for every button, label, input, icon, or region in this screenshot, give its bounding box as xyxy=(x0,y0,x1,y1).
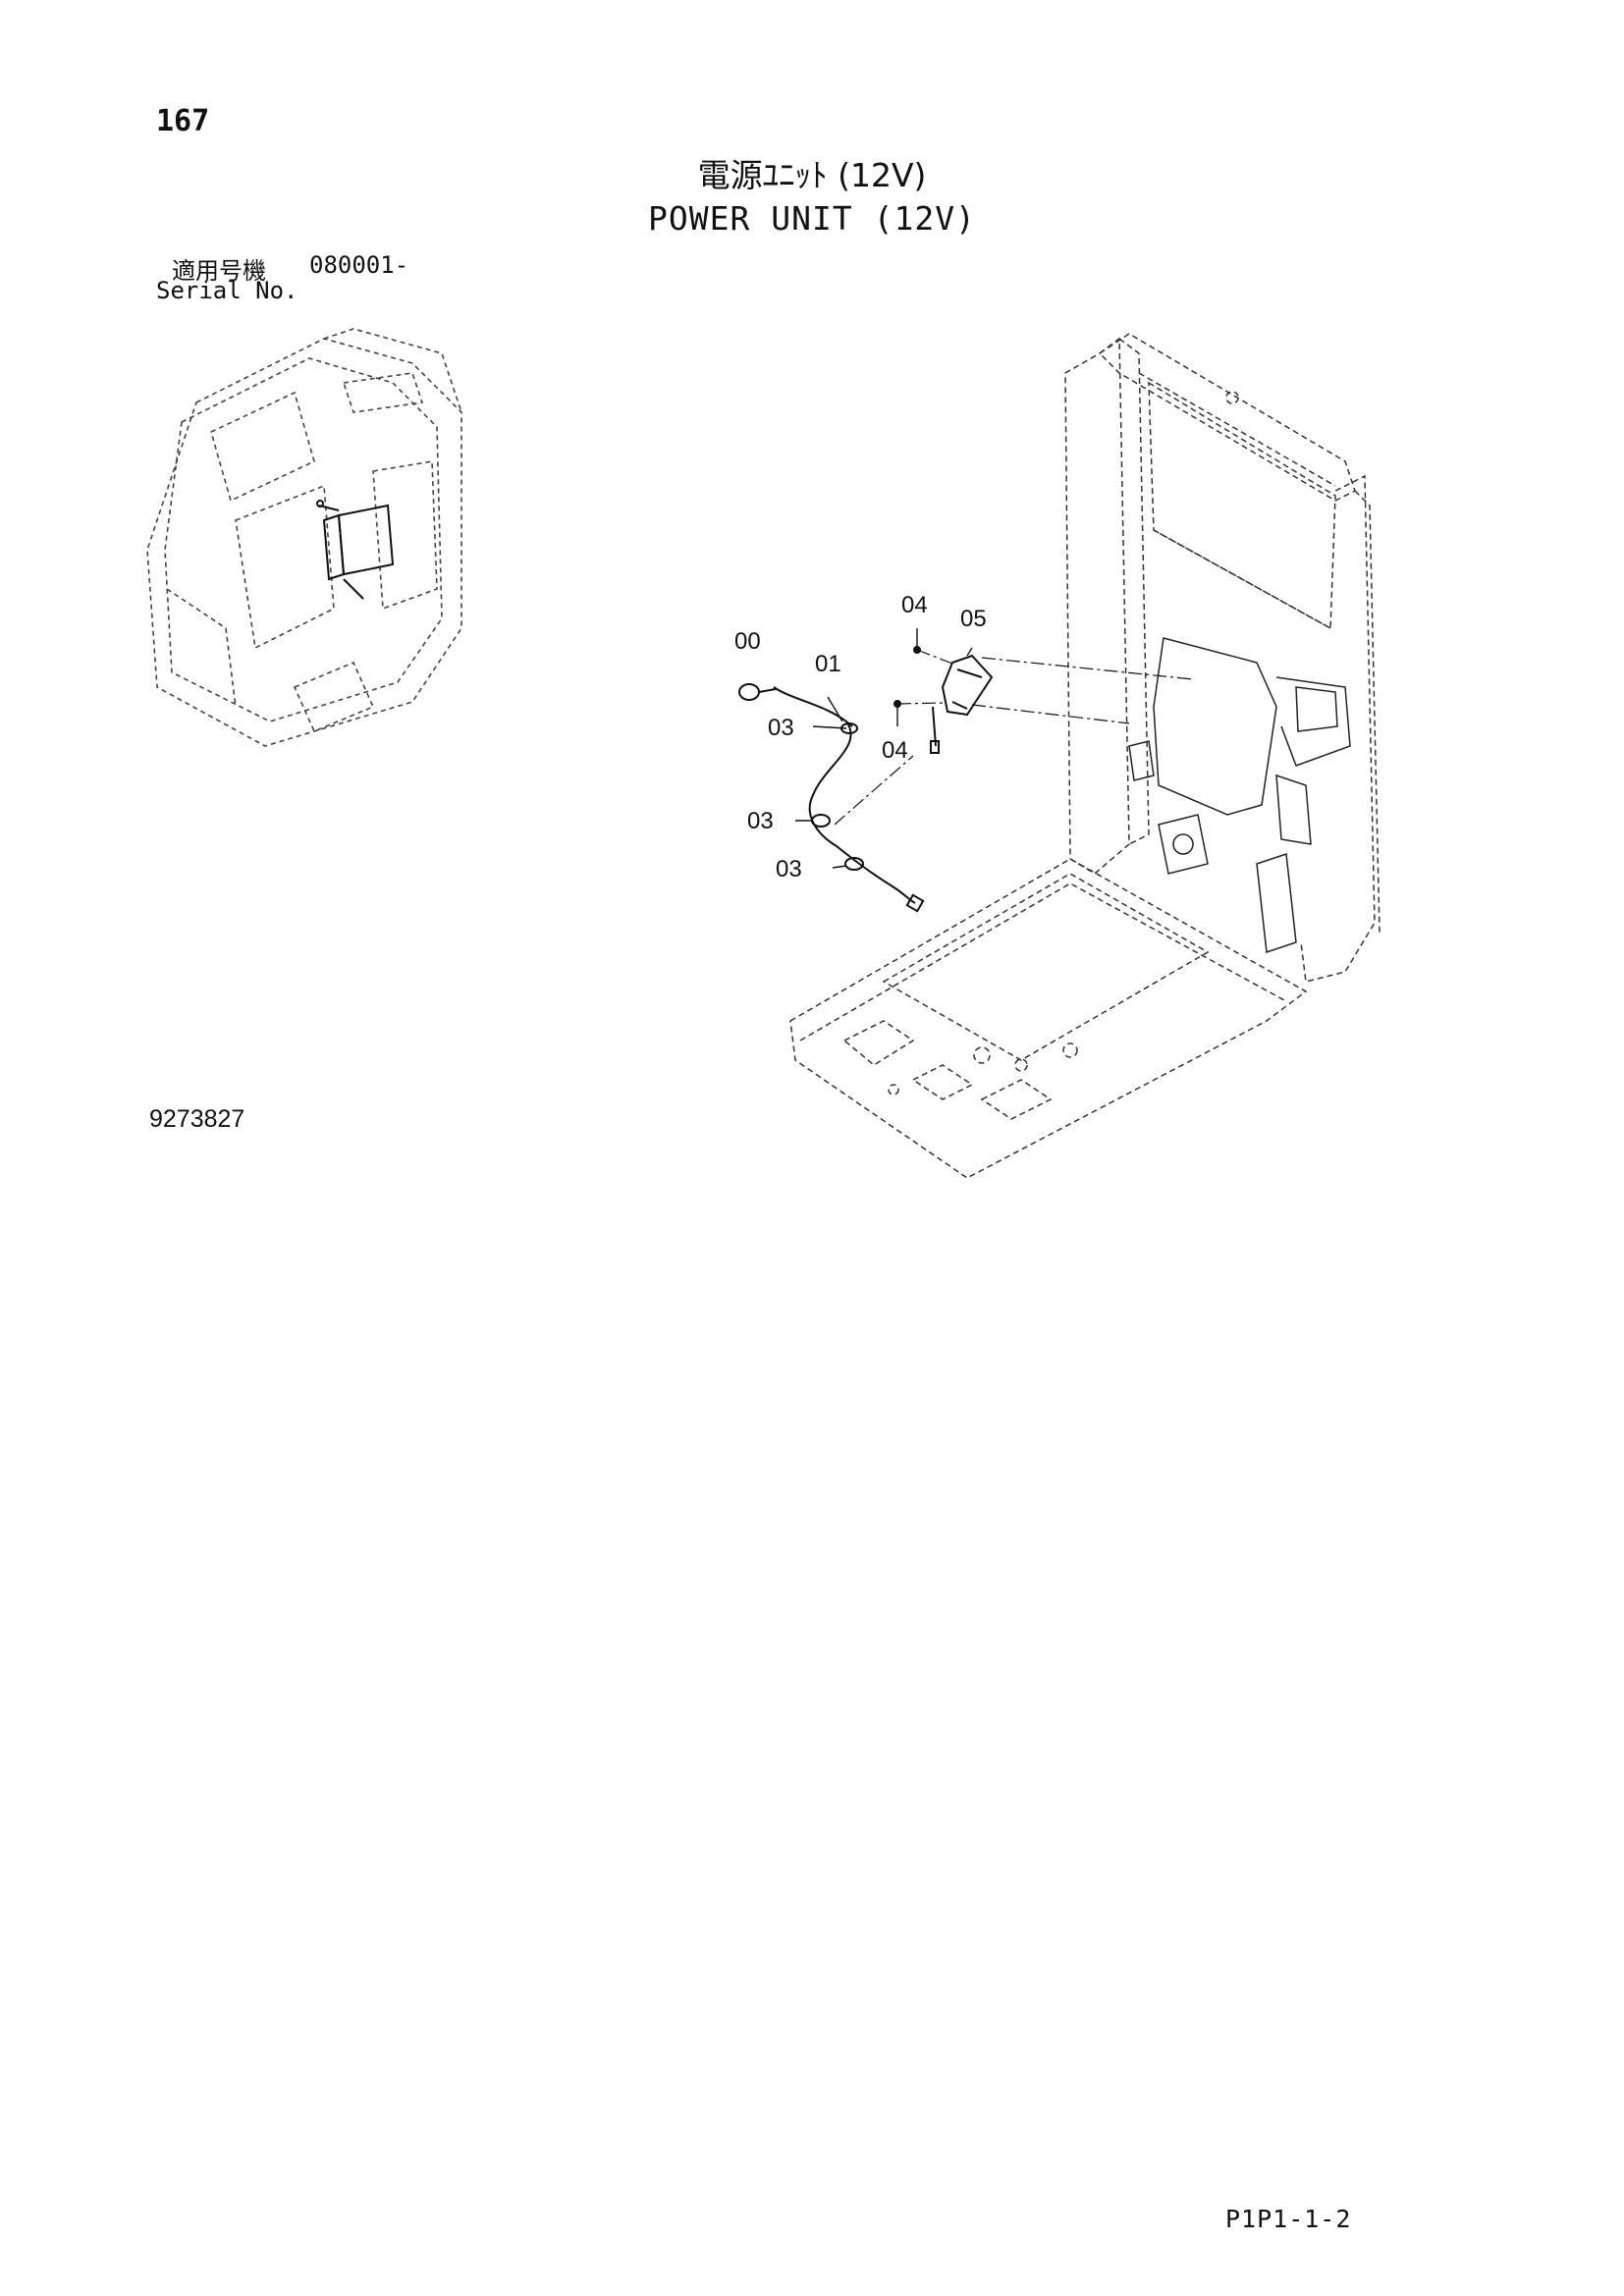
cab-frame-illustration xyxy=(789,333,1380,1179)
page-code: P1P1-1-2 xyxy=(1225,2205,1352,2233)
title-japanese: 電源ﾕﾆｯﾄ (12V) xyxy=(697,156,927,194)
callout-03-middle: 03 xyxy=(747,808,774,834)
callout-03-upper: 03 xyxy=(768,715,794,741)
callout-03-lower: 03 xyxy=(776,856,802,882)
cab-power-unit-highlight xyxy=(316,500,395,600)
serial-label-japanese: 適用号機 xyxy=(172,257,266,285)
title-english: POWER UNIT (12V) xyxy=(648,199,976,238)
leader-lines xyxy=(795,628,973,869)
drawing-number: 9273827 xyxy=(149,1105,245,1133)
wire-harness-part xyxy=(738,683,925,913)
callout-01: 01 xyxy=(815,651,841,677)
control-panel-illustration xyxy=(1128,637,1351,954)
callout-04-lower: 04 xyxy=(882,737,908,764)
callout-05: 05 xyxy=(960,606,987,632)
serial-value: 080001- xyxy=(309,251,409,279)
power-unit-part xyxy=(941,654,994,717)
callout-04-upper: 04 xyxy=(901,592,928,618)
callout-00: 00 xyxy=(734,628,761,655)
serial-label-english: Serial No. xyxy=(156,277,298,304)
assembly-lines xyxy=(834,649,1194,826)
cab-overview-illustration xyxy=(146,328,462,747)
page-number: 167 xyxy=(156,104,210,138)
